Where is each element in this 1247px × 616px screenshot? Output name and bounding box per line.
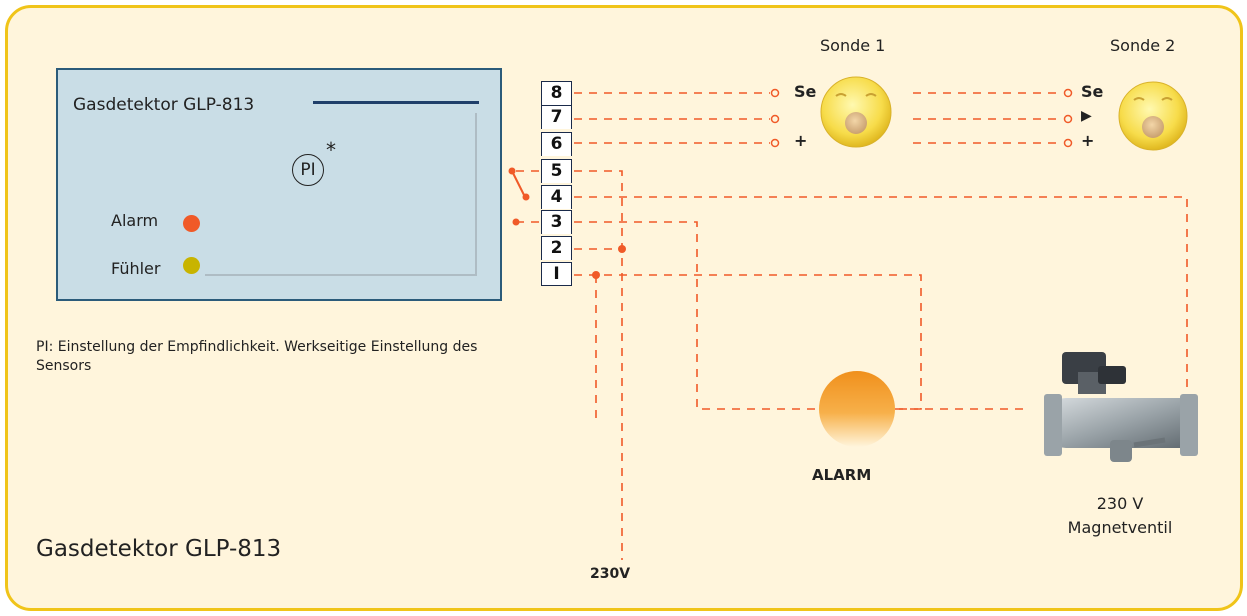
- alarm-led-icon: [183, 215, 200, 232]
- terminal-5: 4: [541, 185, 572, 209]
- sonde-2-icon: [1118, 81, 1188, 151]
- sonde-2-pin-arrow-icon: ▶: [1081, 108, 1092, 124]
- contact-s2-mid: [1063, 114, 1073, 124]
- junction-i: [592, 271, 600, 279]
- sensor-led-label: Fühler: [111, 259, 161, 278]
- relay-switch: [511, 170, 525, 196]
- pi-note: PI: Einstellung der Empfindlichkeit. Wer…: [36, 339, 478, 374]
- wire-3-alarm: [574, 221, 822, 410]
- alarm-lamp-icon: [819, 371, 895, 447]
- alarm-label: ALARM: [812, 466, 872, 484]
- relay-node-4: [522, 193, 530, 201]
- terminal-1: 8: [541, 81, 572, 105]
- terminal-4: 5: [541, 159, 572, 183]
- device-divider-vertical: [475, 113, 477, 275]
- sonde-1-pin-plus: +: [794, 131, 808, 150]
- contact-s1-mid: [770, 114, 780, 124]
- footer-title: Gasdetektor GLP-813: [36, 536, 282, 562]
- wire-5-supply: [574, 170, 623, 560]
- terminal-2: 7: [541, 105, 572, 129]
- sonde-2-pin-plus: +: [1081, 131, 1095, 150]
- valve-voltage: 230 V: [1096, 494, 1144, 513]
- device-display-bar: [313, 101, 479, 104]
- solenoid-valve-icon: [1044, 352, 1198, 462]
- pi-asterisk: *: [326, 138, 336, 162]
- terminal-3: 6: [541, 132, 572, 156]
- wire-4-valve: [574, 196, 1188, 403]
- contact-s1-se: [770, 88, 780, 98]
- contact-s2-se: [1063, 88, 1073, 98]
- sonde-1-icon: [820, 76, 892, 148]
- sensor-led-icon: [183, 257, 200, 274]
- terminal-7: 2: [541, 236, 572, 260]
- sonde-2-pin-se: Se: [1081, 82, 1104, 101]
- relay-node-5: [508, 167, 516, 175]
- alarm-led-label: Alarm: [111, 211, 159, 230]
- terminal-8: I: [541, 262, 572, 286]
- relay-node-3: [512, 218, 520, 226]
- contact-s1-plus: [770, 138, 780, 148]
- device-panel: [56, 68, 502, 301]
- valve-name: Magnetventil: [1067, 518, 1173, 537]
- sonde-2-label: Sonde 2: [1110, 36, 1176, 55]
- sonde-1-pin-se: Se: [794, 82, 817, 101]
- device-title: Gasdetektor GLP-813: [73, 95, 255, 115]
- pi-potentiometer: PI: [292, 154, 324, 186]
- device-divider-horizontal: [205, 274, 477, 276]
- contact-s2-plus: [1063, 138, 1073, 148]
- junction-2: [618, 245, 626, 253]
- supply-voltage-label: 230V: [590, 566, 631, 582]
- valve-label: 230 V Magnetventil: [1060, 492, 1180, 540]
- terminal-6: 3: [541, 210, 572, 234]
- sonde-1-label: Sonde 1: [820, 36, 886, 55]
